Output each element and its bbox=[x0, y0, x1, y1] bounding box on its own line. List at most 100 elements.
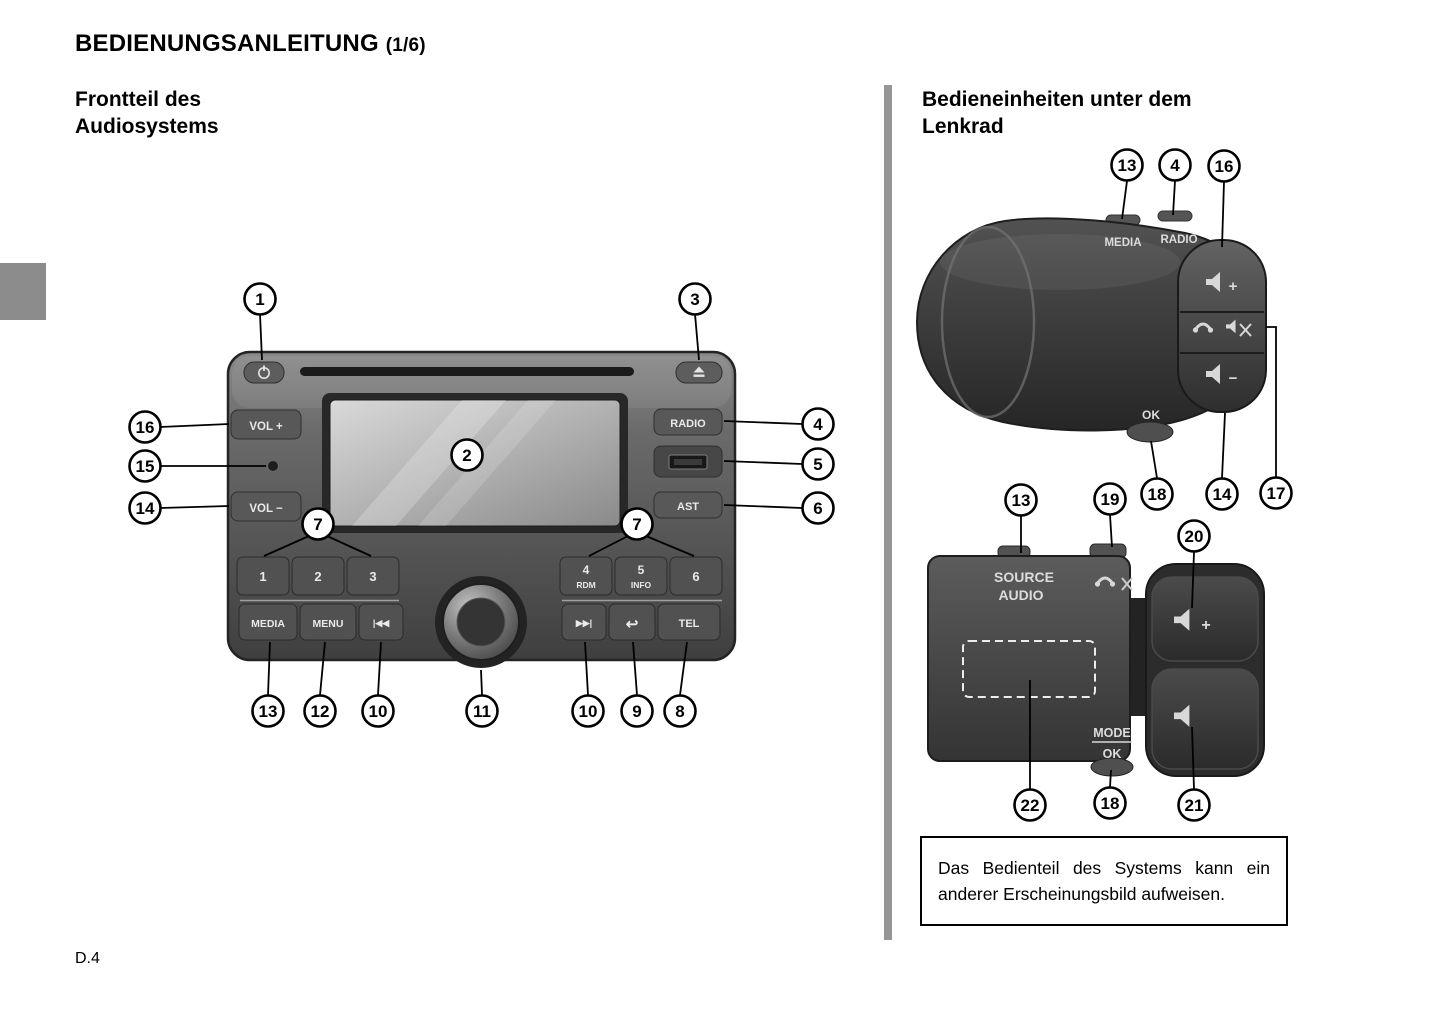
callout-menu: 12 bbox=[303, 641, 337, 728]
svg-text:10: 10 bbox=[579, 702, 598, 721]
preset-4-label: 4 bbox=[583, 563, 590, 577]
callout-pod-radio: 4 bbox=[1158, 148, 1192, 216]
next-track-icon: ▶▶| bbox=[575, 618, 592, 628]
callout-stalk-vol-up: 20 bbox=[1177, 519, 1211, 609]
svg-text:14: 14 bbox=[136, 499, 155, 518]
stalk-phone-icon bbox=[1093, 576, 1133, 591]
stalk-audio-label: AUDIO bbox=[998, 587, 1043, 603]
ast-label: AST bbox=[677, 501, 699, 513]
svg-text:13: 13 bbox=[1012, 491, 1031, 510]
front-panel-diagram: VOL + VOL − RADIO bbox=[128, 282, 835, 728]
mic-hole bbox=[267, 460, 279, 472]
pod-radio-label: RADIO bbox=[1160, 234, 1197, 246]
callout-next: 10 bbox=[571, 641, 605, 728]
callout-stalk-vol-down: 21 bbox=[1177, 726, 1211, 822]
display-reflection bbox=[352, 400, 556, 526]
svg-text:16: 16 bbox=[1215, 157, 1234, 176]
callout-pod-phone: 17 bbox=[1259, 326, 1293, 510]
radio-band-button: RADIO bbox=[653, 408, 723, 436]
svg-text:18: 18 bbox=[1148, 485, 1167, 504]
callout-stalk-ok: 18 bbox=[1093, 769, 1127, 820]
pod-end-cap-seam bbox=[940, 225, 1036, 419]
pod-button-panel bbox=[1177, 239, 1267, 413]
svg-text:5: 5 bbox=[813, 455, 822, 474]
previous-track-icon: |◀◀ bbox=[373, 618, 390, 628]
callout-mic: 15 bbox=[128, 449, 266, 483]
callout-vol-plus: 16 bbox=[128, 410, 230, 444]
svg-text:13: 13 bbox=[259, 702, 278, 721]
callout-pod-vol-plus: 16 bbox=[1207, 149, 1241, 248]
callout-media: 13 bbox=[251, 641, 285, 728]
left-section-heading: Frontteil des Audiosystems bbox=[75, 86, 219, 140]
ast-button: AST bbox=[653, 491, 723, 519]
preset-5-label: 5 bbox=[638, 563, 645, 577]
volume-up-key bbox=[1151, 576, 1259, 662]
stalk-source-label: SOURCE bbox=[994, 569, 1054, 585]
radio-unit: VOL + VOL − RADIO bbox=[226, 350, 737, 668]
rotary-knob bbox=[435, 576, 527, 668]
stalk-mode-label: MODE bbox=[1093, 726, 1131, 740]
volume-down-sign: − bbox=[1229, 370, 1238, 387]
svg-text:7: 7 bbox=[313, 515, 322, 534]
previous-track-button: |◀◀ bbox=[358, 603, 404, 641]
preset-3-label: 3 bbox=[369, 569, 376, 584]
steering-stalk: SOURCE AUDIO + MODE OK bbox=[927, 543, 1265, 777]
callout-knob: 11 bbox=[465, 669, 499, 728]
eject-icon bbox=[693, 366, 705, 377]
svg-text:8: 8 bbox=[675, 702, 684, 721]
vol-minus-button: VOL − bbox=[230, 491, 302, 522]
svg-text:17: 17 bbox=[1267, 484, 1286, 503]
page-edge-tab bbox=[0, 263, 46, 320]
key-volume-up-sign: + bbox=[1201, 617, 1210, 634]
preset-1-label: 1 bbox=[259, 569, 266, 584]
column-divider bbox=[884, 85, 892, 940]
pod-ok-bump bbox=[1126, 421, 1174, 443]
callout-eject: 3 bbox=[678, 282, 712, 361]
svg-text:9: 9 bbox=[632, 702, 641, 721]
svg-text:18: 18 bbox=[1101, 794, 1120, 813]
mute-icon bbox=[1226, 319, 1252, 337]
svg-text:4: 4 bbox=[813, 415, 823, 434]
note-line2: anderer Erscheinungsbild aufweisen. bbox=[938, 884, 1225, 904]
media-button: MEDIA bbox=[238, 603, 298, 641]
callout-radio-band: 4 bbox=[723, 407, 835, 441]
svg-text:3: 3 bbox=[690, 290, 699, 309]
right-heading-line2: Lenkrad bbox=[922, 115, 1004, 138]
menu-button: MENU bbox=[299, 603, 357, 641]
preset-4-sub-label: RDM bbox=[576, 580, 595, 590]
svg-text:12: 12 bbox=[311, 702, 330, 721]
power-icon bbox=[257, 365, 270, 379]
callout-ast: 6 bbox=[723, 491, 835, 525]
tel-label: TEL bbox=[679, 618, 700, 630]
pod-ok-label: OK bbox=[1142, 408, 1160, 422]
callout-stalk-display-area: 22 bbox=[1013, 680, 1047, 822]
power-button bbox=[243, 361, 285, 384]
stalk-body bbox=[927, 555, 1131, 762]
svg-text:15: 15 bbox=[136, 457, 155, 476]
svg-text:11: 11 bbox=[473, 702, 491, 721]
preset-buttons-right: 4 RDM 5 INFO 6 bbox=[559, 556, 723, 602]
callout-prev: 10 bbox=[361, 641, 395, 728]
tel-button: TEL bbox=[657, 603, 721, 641]
callout-presets-left: 7 bbox=[263, 507, 372, 557]
callout-stalk-phone: 19 bbox=[1093, 482, 1127, 548]
radio-band-label: RADIO bbox=[670, 418, 706, 430]
callout-vol-minus: 14 bbox=[128, 491, 230, 525]
svg-text:2: 2 bbox=[462, 446, 471, 465]
note-box: Das Bedienteil des Systems kann ein ande… bbox=[920, 836, 1288, 926]
media-label: MEDIA bbox=[251, 618, 285, 630]
page-title: BEDIENUNGSANLEITUNG (1/6) bbox=[75, 30, 426, 58]
callout-back: 9 bbox=[620, 641, 654, 728]
note-line1: Das Bedienteil des Systems kann ein bbox=[938, 858, 1270, 878]
callout-pod-media: 13 bbox=[1110, 148, 1144, 220]
usb-port bbox=[653, 445, 723, 478]
vol-minus-label: VOL − bbox=[249, 503, 283, 515]
page-title-main: BEDIENUNGSANLEITUNG bbox=[75, 30, 379, 57]
callout-display: 2 bbox=[450, 438, 484, 472]
menu-label: MENU bbox=[313, 618, 344, 630]
back-button: ↩ bbox=[608, 603, 656, 641]
left-heading-line1: Frontteil des bbox=[75, 88, 202, 111]
svg-text:1: 1 bbox=[255, 290, 264, 309]
page-title-part: (1/6) bbox=[385, 35, 426, 56]
right-heading-line1: Bedieneinheiten unter dem bbox=[922, 88, 1192, 111]
